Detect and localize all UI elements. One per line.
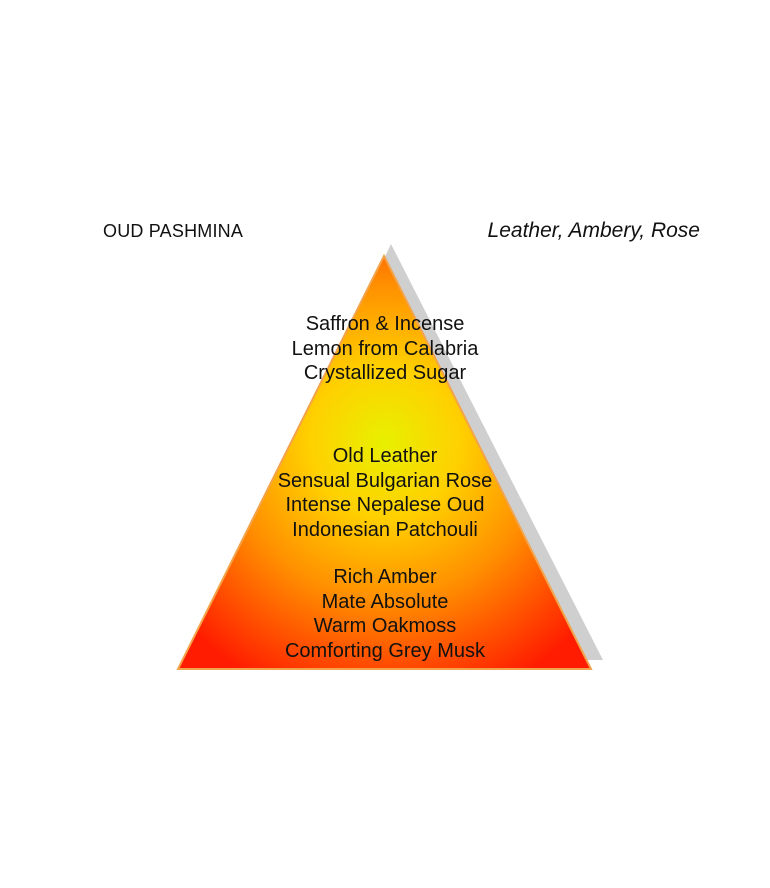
heart-note: Intense Nepalese Oud [285, 494, 485, 516]
heart-notes: Old Leather Sensual Bulgarian Rose Inten… [170, 444, 600, 542]
top-note: Lemon from Calabria [291, 337, 479, 360]
fragrance-name: OUD PASHMINA [103, 221, 244, 241]
heart-note: Old Leather [332, 445, 438, 467]
fragrance-family: Leather, Ambery, Rose [487, 219, 700, 242]
heart-note: Sensual Bulgarian Rose [277, 469, 493, 492]
base-note: Warm Oakmoss [313, 615, 457, 637]
base-note: Mate Absolute [321, 590, 449, 613]
base-note: Rich Amber [333, 566, 437, 588]
top-notes: Saffron & Incense Lemon from Calabria Cr… [170, 312, 600, 386]
heart-note: Indonesian Patchouli [292, 518, 478, 541]
top-note: Crystallized Sugar [303, 362, 467, 384]
base-notes: Rich Amber Mate Absolute Warm Oakmoss Co… [170, 565, 600, 663]
base-note: Comforting Grey Musk [284, 639, 486, 662]
pyramid-triangle [176, 253, 593, 670]
top-note: Saffron & Incense [305, 313, 465, 335]
